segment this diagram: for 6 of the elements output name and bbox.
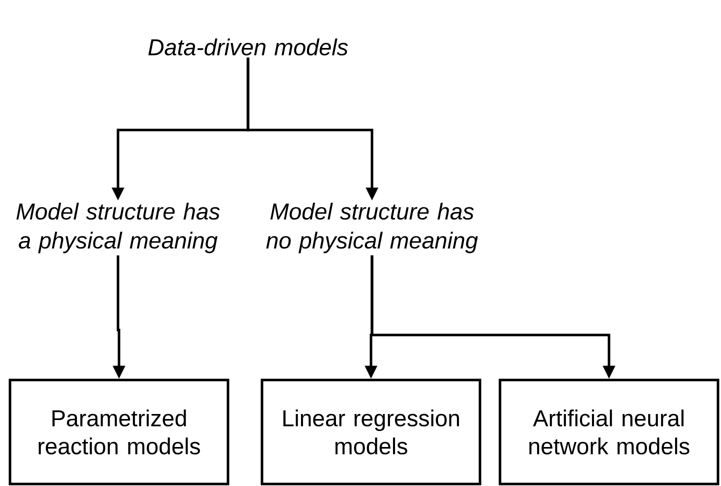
italic-label: Model structure has a physical meaning [16, 202, 220, 254]
italic-label: Model structure has no physical meaning [266, 202, 478, 254]
model-box: Artificial neural network models [498, 378, 720, 486]
italic-label: Data-driven models [148, 38, 348, 56]
model-box: Parametrized reaction models [8, 378, 230, 486]
model-box: Linear regression models [260, 378, 482, 486]
